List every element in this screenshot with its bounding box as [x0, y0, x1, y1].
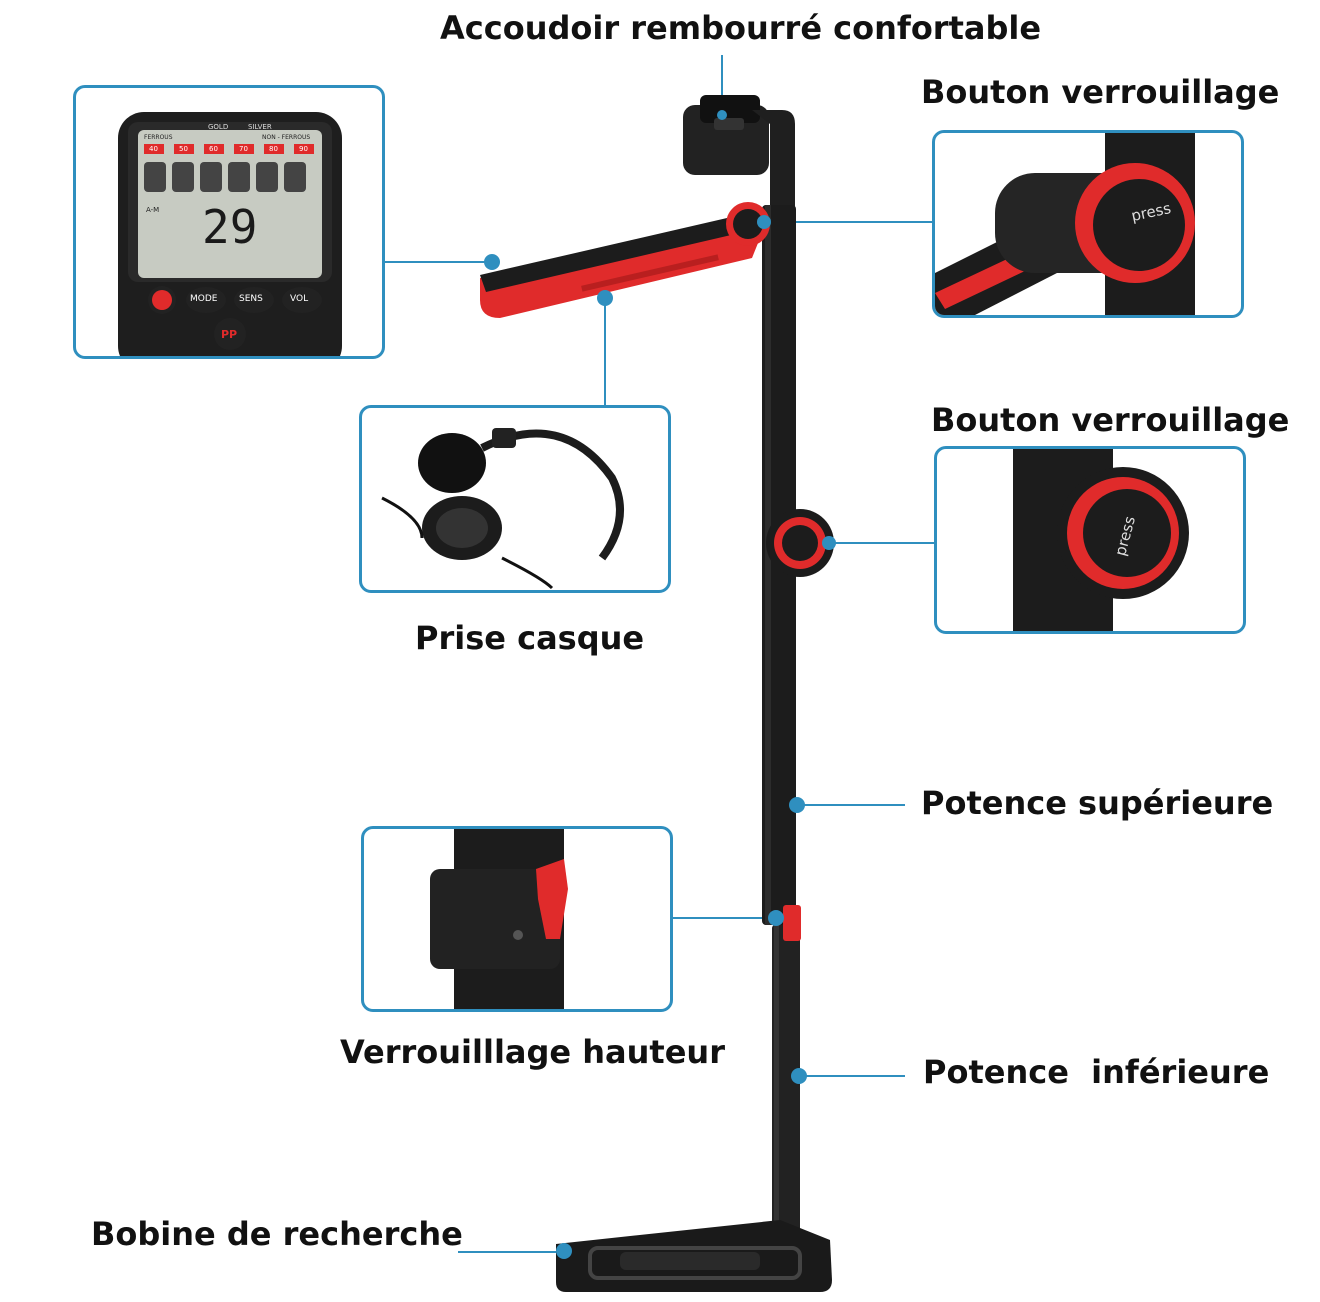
leader-dots: [484, 110, 836, 1259]
label-search-coil: Bobine de recherche: [91, 1215, 463, 1253]
press-button-middle-icon: [766, 509, 834, 577]
lock-button-middle-detail-icon: [1013, 449, 1189, 631]
mode-button[interactable]: MODE: [190, 294, 218, 304]
height-lock-detail-icon: [430, 829, 568, 1009]
label-lock-button-top: Bouton verrouillage: [921, 73, 1280, 111]
scale-1: 50: [179, 145, 188, 153]
upper-bracket-icon: [752, 110, 795, 212]
height-lock-icon: [783, 905, 801, 941]
press-button-top-icon: [726, 202, 770, 246]
lock-button-middle-box: press: [934, 446, 1246, 634]
label-height-lock: Verrouilllage hauteur: [340, 1033, 725, 1071]
lock-button-top-box: press: [932, 130, 1244, 318]
panel-header: GOLD: [208, 123, 229, 131]
pp-button[interactable]: PP: [221, 328, 238, 341]
control-panel-icon: [118, 112, 342, 356]
headphone-box: [359, 405, 671, 593]
search-coil-icon: [556, 1220, 832, 1292]
control-panel-box: GOLD SILVER FERROUS NON - FERROUS 40 50 …: [73, 85, 385, 359]
label-lower-stem: Potence inférieure: [923, 1053, 1270, 1091]
mode-indicator: A-M: [146, 206, 160, 214]
label-headphone: Prise casque: [415, 619, 645, 657]
label-armrest: Accoudoir rembourré confortable: [440, 9, 1042, 47]
height-lock-box: [361, 826, 673, 1012]
label-lock-button-middle: Bouton verrouillage: [931, 401, 1290, 439]
vol-button[interactable]: VOL: [290, 294, 309, 304]
sens-button[interactable]: SENS: [239, 294, 263, 304]
scale-0: 40: [149, 145, 158, 153]
armrest-cuff-icon: [683, 95, 769, 175]
scale-2: 60: [209, 145, 218, 153]
scale-4: 80: [269, 145, 278, 153]
scale-3: 70: [239, 145, 248, 153]
ferrous-label: FERROUS: [144, 134, 173, 141]
handle-icon: [480, 215, 760, 318]
scale-5: 90: [299, 145, 308, 153]
panel-header2: SILVER: [248, 123, 272, 131]
reading-value: 29: [202, 200, 258, 254]
non-ferrous-label: NON - FERROUS: [262, 134, 311, 141]
headphone-icon: [381, 428, 624, 590]
label-upper-stem: Potence supérieure: [921, 784, 1274, 822]
lock-button-top-detail-icon: [935, 133, 1195, 315]
